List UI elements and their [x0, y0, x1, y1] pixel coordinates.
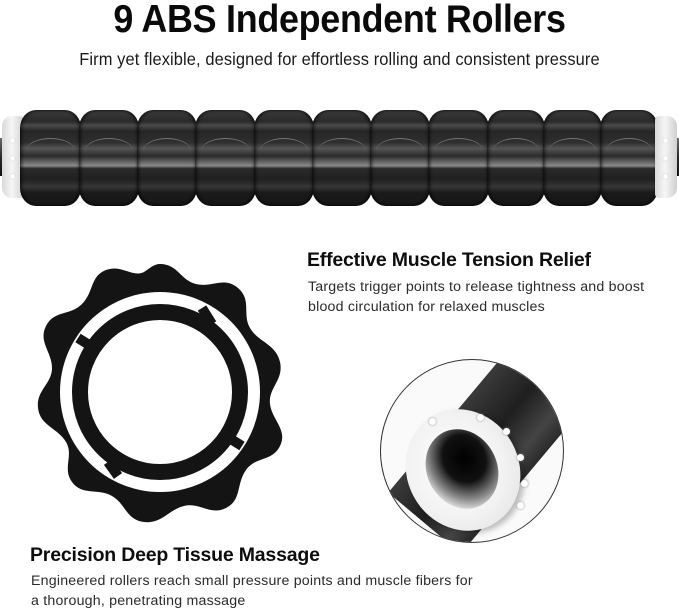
roller-bar-image	[0, 106, 679, 210]
right-collar	[655, 116, 677, 198]
roller-segment	[370, 110, 430, 206]
left-collar	[2, 116, 24, 198]
page-subtitle: Firm yet flexible, designed for effortle…	[79, 49, 600, 69]
roller-segment	[487, 110, 545, 206]
roller-segment	[20, 110, 81, 206]
page-title: 9 ABS Independent Rollers	[113, 0, 566, 41]
roller-segment	[312, 110, 372, 206]
roller-segment	[137, 110, 197, 206]
end-cap-closeup-image	[380, 359, 564, 543]
roller-segment	[600, 110, 658, 206]
roller-segment	[79, 110, 139, 206]
roller-segment	[195, 110, 256, 206]
feature-heading-muscle-tension: Effective Muscle Tension Relief	[307, 249, 591, 271]
roller-segment	[428, 110, 489, 206]
feature-heading-deep-tissue: Precision Deep Tissue Massage	[30, 544, 320, 566]
feature-body-deep-tissue: Engineered rollers reach small pressure …	[31, 573, 473, 609]
roller-segment	[543, 110, 602, 206]
roller-segment	[254, 110, 314, 206]
cap-ring-image	[20, 250, 300, 530]
feature-body-muscle-tension: Targets trigger points to release tightn…	[308, 279, 645, 315]
